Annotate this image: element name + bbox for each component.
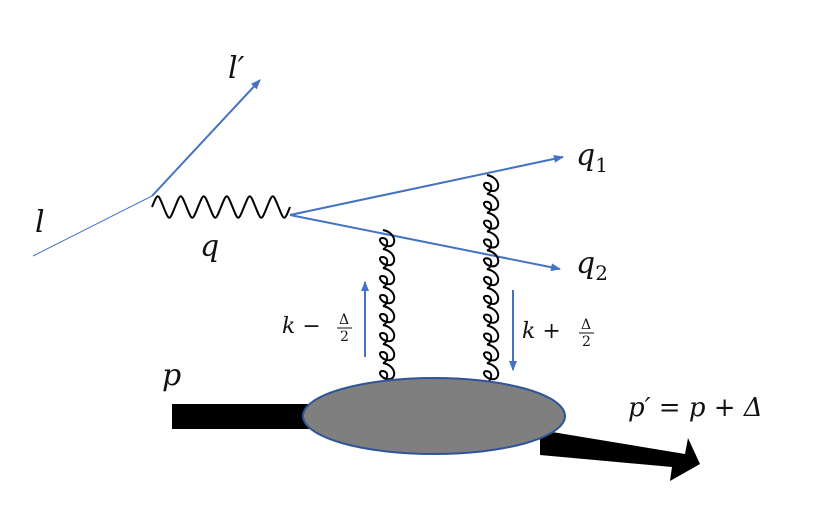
target-blob (302, 377, 566, 455)
antiquark-line-q2 (289, 214, 561, 272)
label-q2: q2 (576, 246, 608, 285)
quark-line-q1 (289, 154, 564, 216)
label-l-prime: l′ (228, 51, 245, 86)
label-p: p (162, 358, 181, 393)
label-q: q (200, 229, 219, 264)
label-p-prime: p′ = p + Δ (628, 393, 763, 423)
outgoing-proton-arrow (540, 430, 700, 481)
label-k-plus-den: 2 (582, 334, 591, 350)
label-k-plus: k + (522, 319, 561, 344)
label-q1: q1 (576, 138, 608, 177)
label-k-minus-den: 2 (340, 329, 349, 345)
incoming-lepton-line (32, 195, 153, 257)
label-k-minus: k − (282, 314, 321, 339)
gluon-right (483, 174, 500, 383)
outgoing-lepton-line (151, 79, 261, 197)
gluon-left (379, 229, 396, 383)
incoming-proton-arrow (172, 404, 330, 429)
photon-propagator (151, 195, 291, 219)
label-k-minus-num: Δ (339, 312, 349, 328)
label-k-plus-num: Δ (581, 317, 591, 333)
label-l: l (35, 205, 45, 240)
